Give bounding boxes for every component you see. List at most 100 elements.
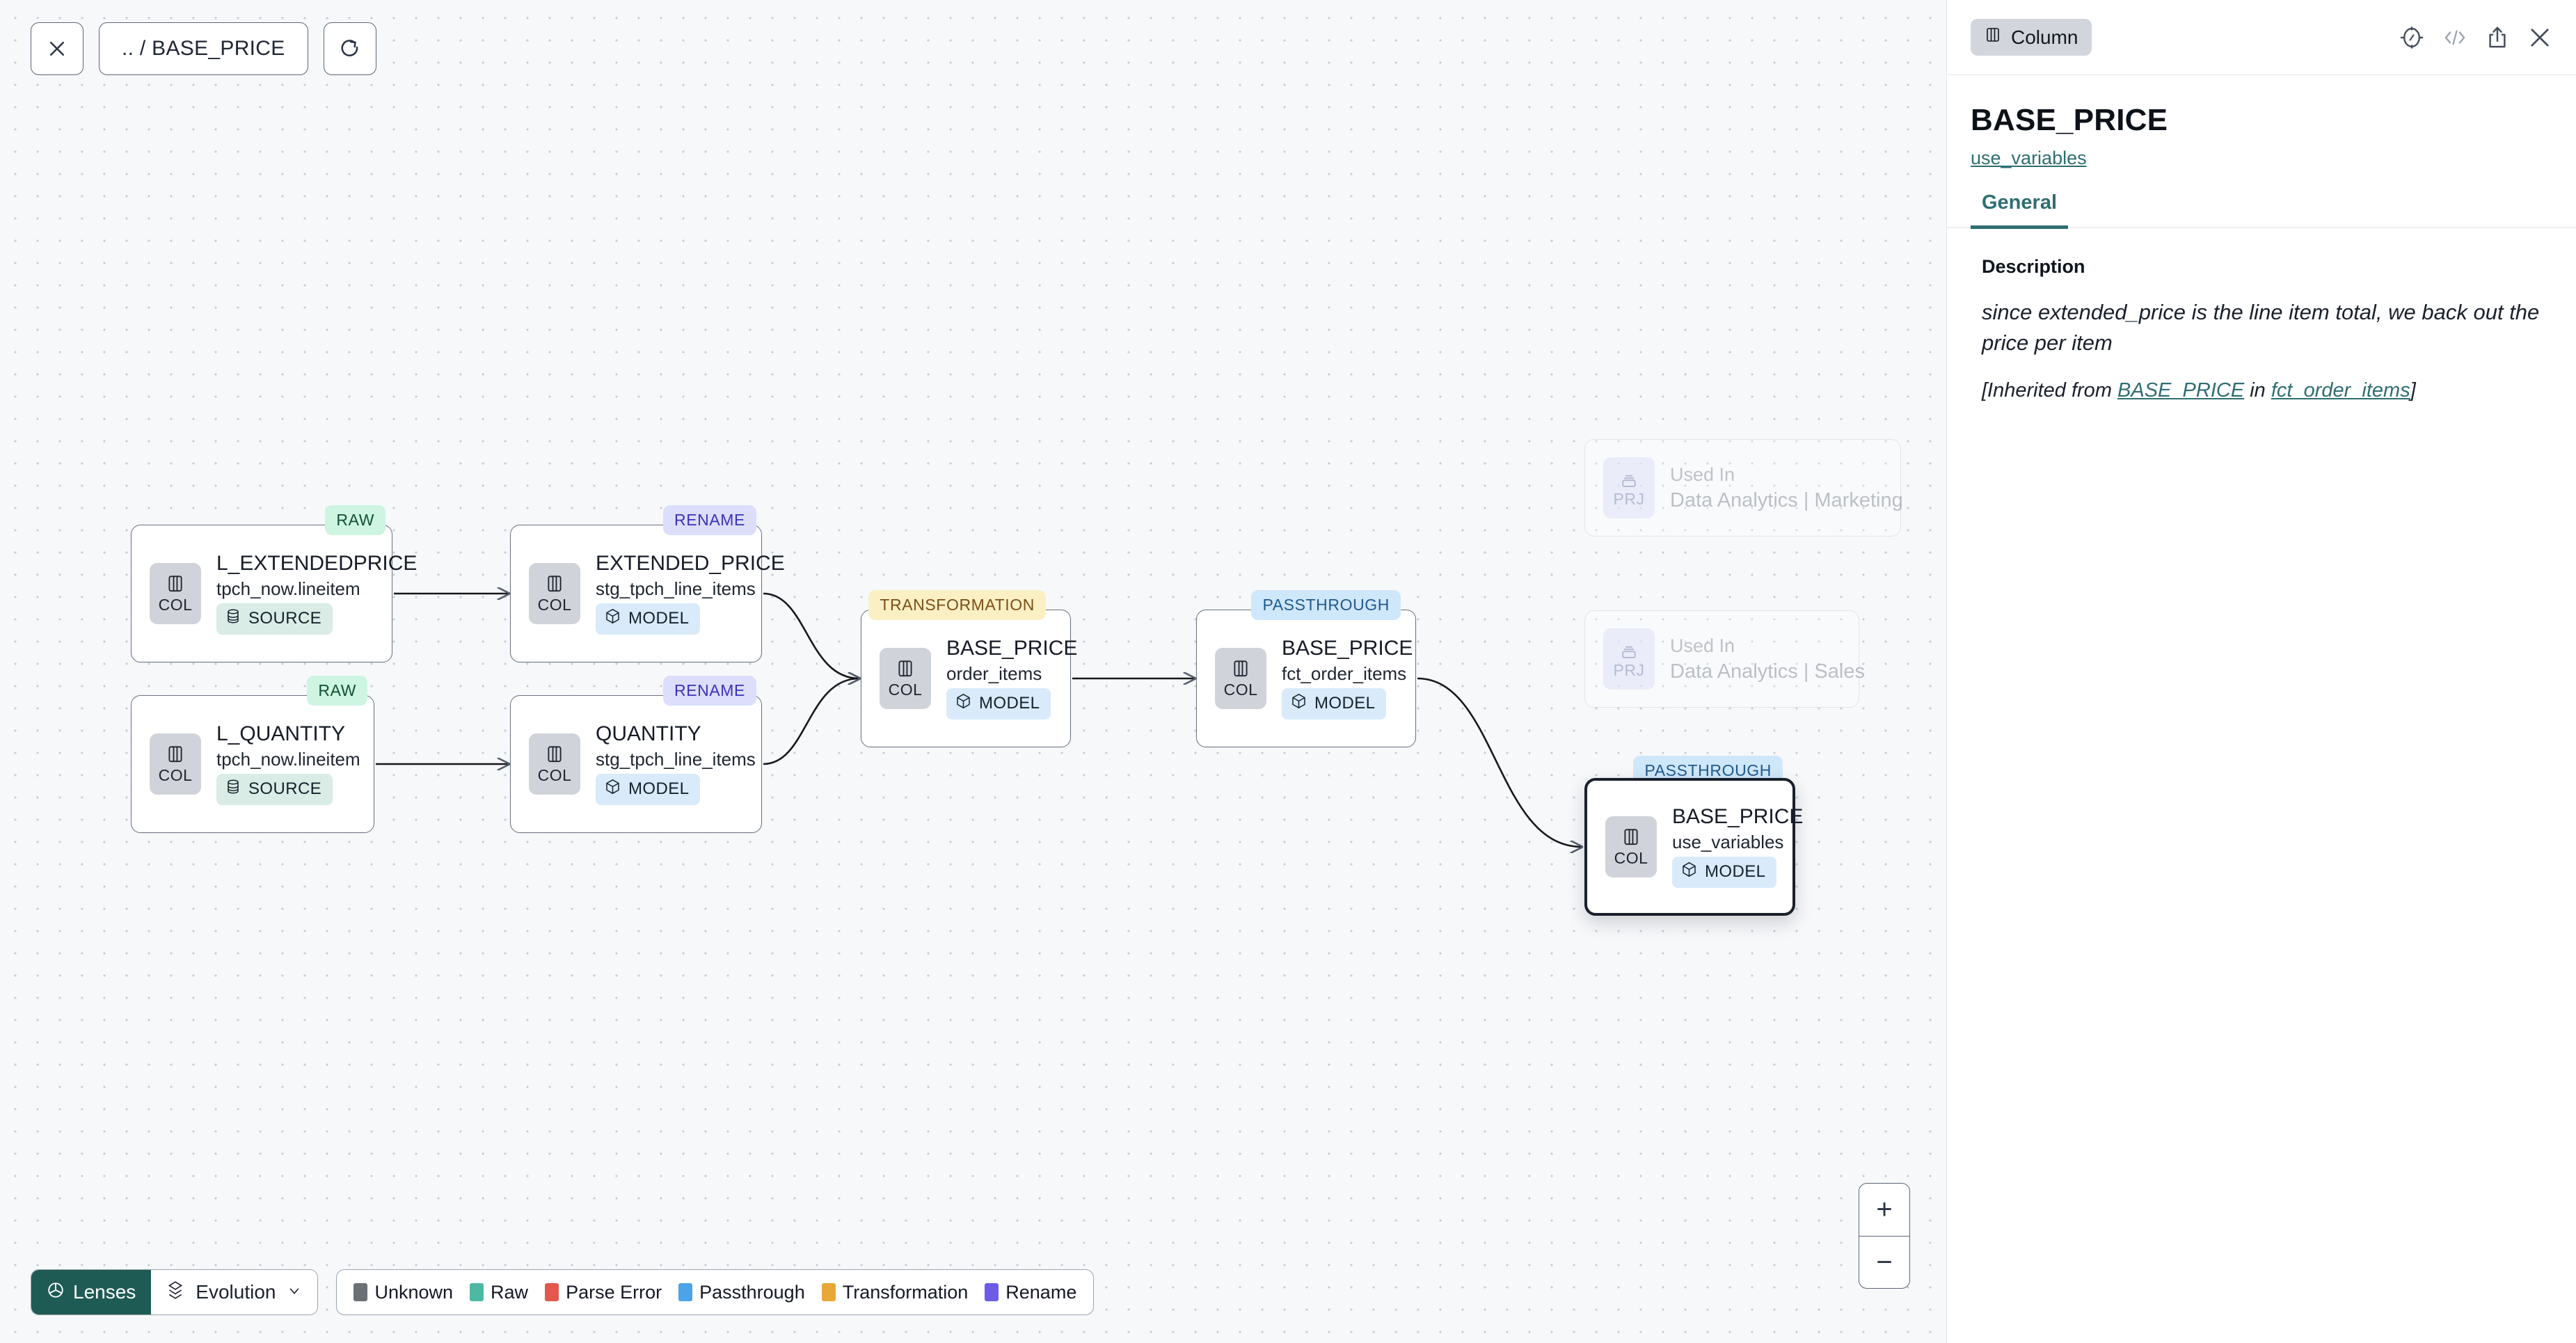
materialization-badge: SOURCE	[216, 603, 333, 635]
legend-item[interactable]: Rename	[985, 1282, 1076, 1303]
legend-item[interactable]: Unknown	[353, 1282, 453, 1303]
legend-item[interactable]: Transformation	[821, 1281, 969, 1303]
legend-label: Rename	[1005, 1281, 1077, 1303]
column-icon-label: COL	[1223, 681, 1258, 699]
lineage-legend: Unknown Raw Parse Error Passthrough Transfor…	[336, 1269, 1095, 1315]
materialization-badge: MODEL	[1282, 688, 1387, 720]
materialization-badge: MODEL	[1672, 856, 1777, 888]
inherited-from-note: [Inherited from BASE_PRICE in fct_order_…	[1982, 379, 2541, 402]
legend-label: Parse Error	[566, 1281, 662, 1303]
materialization-badge: MODEL	[596, 773, 701, 805]
parent-model-link-wrap: use_variables	[1947, 138, 2576, 169]
panel-actions	[2399, 25, 2552, 50]
inherited-model-link[interactable]: fct_order_items	[2271, 379, 2410, 402]
close-button[interactable]	[31, 22, 84, 75]
zoom-out-button[interactable]: −	[1876, 1246, 1893, 1278]
code-icon[interactable]	[2442, 27, 2467, 48]
cube-icon	[604, 778, 621, 801]
breadcrumb[interactable]: .. / BASE_PRICE	[99, 22, 308, 75]
column-icon: COL	[150, 733, 201, 795]
node-kind-badge: RENAME	[662, 505, 756, 535]
column-icon-label: COL	[158, 596, 193, 614]
legend-swatch	[353, 1283, 368, 1301]
close-icon[interactable]	[2527, 25, 2552, 50]
node-title: BASE_PRICE	[1282, 637, 1413, 660]
legend-label: Unknown	[374, 1281, 454, 1303]
node-title: BASE_PRICE	[946, 637, 1078, 660]
inherited-column-link[interactable]: BASE_PRICE	[2117, 379, 2245, 402]
legend-label: Transformation	[842, 1281, 969, 1303]
column-icon: COL	[529, 733, 580, 795]
zoom-controls: + −	[1859, 1183, 1910, 1289]
node-subtitle: stg_tpch_line_items	[596, 748, 756, 770]
node-subtitle: tpch_now.lineitem	[216, 748, 360, 770]
node-subtitle: use_variables	[1672, 831, 1784, 852]
entity-type-label: Column	[2011, 26, 2078, 48]
tab-general[interactable]: General	[1971, 191, 2068, 229]
column-icon-label: COL	[537, 766, 572, 785]
close-icon	[47, 38, 67, 59]
canvas-toolbar: .. / BASE_PRICE	[31, 22, 376, 75]
panel-header: Column	[1947, 0, 2576, 75]
legend-swatch	[821, 1283, 836, 1301]
legend-item[interactable]: Parse Error	[545, 1282, 662, 1303]
evolution-dropdown[interactable]: Evolution	[151, 1270, 318, 1314]
explore-icon[interactable]	[2399, 25, 2424, 50]
column-icon-label: COL	[888, 681, 923, 699]
materialization-label: MODEL	[1314, 694, 1376, 713]
inherited-suffix: ]	[2410, 379, 2416, 402]
lenses-label: Lenses	[73, 1281, 136, 1303]
legend-item[interactable]: Passthrough	[678, 1282, 805, 1303]
materialization-badge: MODEL	[596, 603, 701, 635]
node-title: QUANTITY	[596, 722, 701, 746]
column-icon: COL	[529, 562, 580, 624]
column-icon	[1985, 26, 2001, 49]
used-in-label: Used In	[1670, 463, 1735, 485]
refresh-icon	[339, 38, 361, 60]
column-icon-label: COL	[158, 766, 193, 785]
materialization-badge: SOURCE	[216, 773, 333, 805]
description-label: Description	[1982, 255, 2085, 277]
materialization-badge: MODEL	[946, 688, 1051, 720]
legend-swatch	[470, 1283, 484, 1301]
legend-item[interactable]: Raw	[470, 1282, 528, 1303]
node-title: L_EXTENDEDPRICE	[216, 552, 418, 575]
details-panel: Column	[1946, 0, 2576, 1343]
panel-tabs: General	[1947, 191, 2576, 229]
legend-swatch	[678, 1283, 693, 1301]
parent-model-link[interactable]: use_variables	[1971, 148, 2087, 168]
refresh-button[interactable]	[323, 22, 376, 75]
page-title: BASE_PRICE	[1971, 103, 2168, 137]
inherited-mid: in	[2244, 379, 2271, 402]
aperture-icon	[47, 1281, 65, 1304]
share-icon[interactable]	[2486, 25, 2509, 50]
database-icon	[225, 778, 241, 801]
cube-icon	[1290, 692, 1307, 715]
used-in-project: Data Analytics | Marketing	[1670, 488, 1903, 511]
node-kind-badge: RAW	[307, 676, 367, 706]
inherited-prefix: [Inherited from	[1982, 379, 2118, 402]
layers-icon	[166, 1280, 184, 1305]
legend-swatch	[545, 1283, 559, 1301]
materialization-label: MODEL	[628, 609, 690, 628]
zoom-in-button[interactable]: +	[1859, 1184, 1909, 1237]
chevron-down-icon	[287, 1281, 302, 1303]
evolution-label: Evolution	[196, 1281, 276, 1303]
legend-label: Passthrough	[699, 1281, 805, 1303]
lenses-button[interactable]: Lenses	[31, 1270, 152, 1314]
